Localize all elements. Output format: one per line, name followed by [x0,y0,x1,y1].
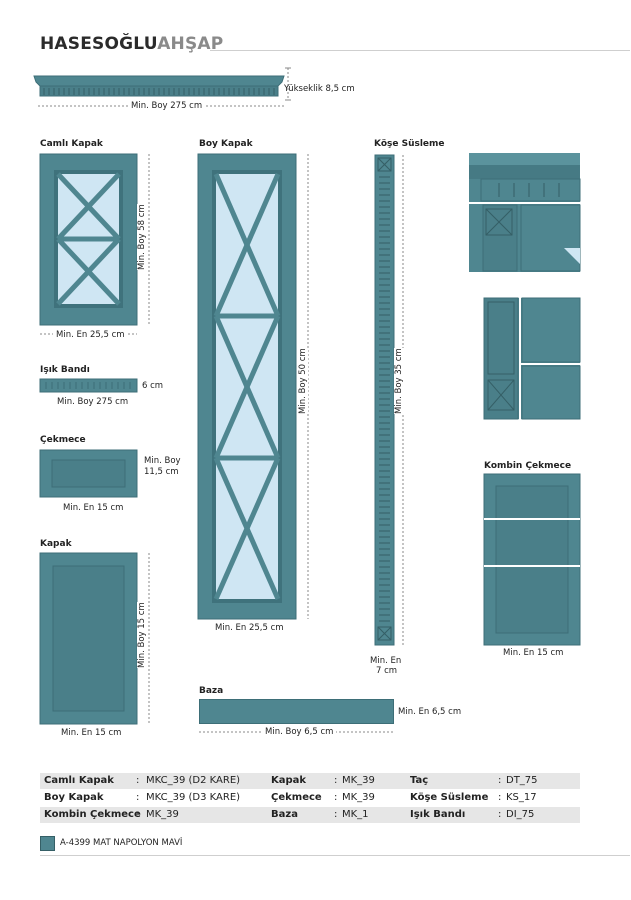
code-label: Taç [410,775,429,786]
corner-trim-title: Köşe Süsleme [374,139,445,149]
code-label: Kapak [271,775,307,786]
base-height-label: Min. En 6,5 cm [398,707,462,717]
drawer-front [39,449,138,498]
code-separator: : [334,809,338,820]
code-value: MKC_39 (D2 KARE) [146,775,241,786]
code-value: MK_39 [342,792,375,803]
glass-door-height-dim [148,154,150,325]
crown-molding [33,75,285,97]
drawer-height-label-2: 11,5 cm [144,467,179,477]
code-label: Köşe Süsleme [410,792,489,803]
combo-drawer-width-label: Min. En 15 cm [500,648,567,658]
code-separator: : [498,792,502,803]
combo-drawer [483,473,581,646]
code-separator: : [136,792,140,803]
code-label: Baza [271,809,298,820]
footer-rule [40,855,630,856]
tall-door-title: Boy Kapak [199,139,253,149]
color-swatch [40,836,55,851]
brand-name-part1: HASESOĞLU [40,34,158,54]
code-separator: : [136,809,140,820]
base-length-label: Min. Boy 6,5 cm [262,727,337,737]
drawer-title: Çekmece [40,435,86,445]
door-panel [39,552,138,725]
glass-door-width-label: Min. En 25,5 cm [53,330,128,340]
corner-trim-width-label-1: Min. En [370,656,402,666]
door-height-dim [148,553,150,724]
code-label: Çekmece [271,792,322,803]
code-separator: : [334,775,338,786]
corner-trim [374,154,395,646]
glass-door-title: Camlı Kapak [40,139,103,149]
code-value: KS_17 [506,792,537,803]
door-height-label: Min. Boy 15 cm [137,602,147,668]
code-separator: : [136,775,140,786]
drawer-width-label: Min. En 15 cm [60,503,127,513]
glass-door-height-label: Min. Boy 58 cm [137,204,147,270]
tall-door-height-label: Min. Boy 50 cm [298,348,308,414]
color-name: A-4399 MAT NAPOLYON MAVİ [60,838,183,848]
code-separator: : [498,775,502,786]
tall-door-width-label: Min. En 25,5 cm [212,623,287,633]
code-label: Kombin Çekmece [44,809,141,820]
corner-detail-top [469,153,581,272]
crown-height-label: Yükseklik 8,5 cm [284,84,355,94]
door-width-label: Min. En 15 cm [58,728,125,738]
table-row: Kombin Çekmece : MK_39 Baza : MK_1 Işık … [40,807,580,823]
code-value: MKC_39 (D3 KARE) [146,792,241,803]
table-row: Boy Kapak : MKC_39 (D3 KARE) Çekmece : M… [40,790,580,806]
base-title: Baza [199,686,224,696]
base-panel [199,699,394,724]
light-strip-length-label: Min. Boy 275 cm [54,397,132,407]
door-title: Kapak [40,539,72,549]
code-value: MK_1 [342,809,369,820]
tall-door [197,153,297,620]
code-value: MK_39 [342,775,375,786]
glass-door [39,153,138,326]
light-strip [39,378,138,393]
crown-height-dim [285,67,291,101]
combo-drawer-title: Kombin Çekmece [484,461,572,471]
code-label: Işık Bandı [410,809,466,820]
corner-trim-width-label-2: 7 cm [376,666,398,676]
code-value: DT_75 [506,775,538,786]
drawer-height-label-1: Min. Boy [144,456,181,466]
crown-length-label: Min. Boy 275 cm [128,101,206,111]
brand-logo: HASESOĞLUAHŞAP [40,34,223,54]
table-row: Camlı Kapak : MKC_39 (D2 KARE) Kapak : M… [40,773,580,789]
corner-trim-height-label: Min. Boy 35 cm [394,348,404,414]
code-value: DI_75 [506,809,535,820]
code-label: Camlı Kapak [44,775,114,786]
header-rule [210,50,630,51]
light-strip-title: Işık Bandı [40,365,90,375]
code-separator: : [334,792,338,803]
code-label: Boy Kapak [44,792,104,803]
light-strip-height-label: 6 cm [142,381,164,391]
brand-name-part2: AHŞAP [157,34,224,54]
code-value: MK_39 [146,809,179,820]
tall-door-height-dim [307,154,309,619]
corner-detail-bottom [483,297,581,420]
code-separator: : [498,809,502,820]
